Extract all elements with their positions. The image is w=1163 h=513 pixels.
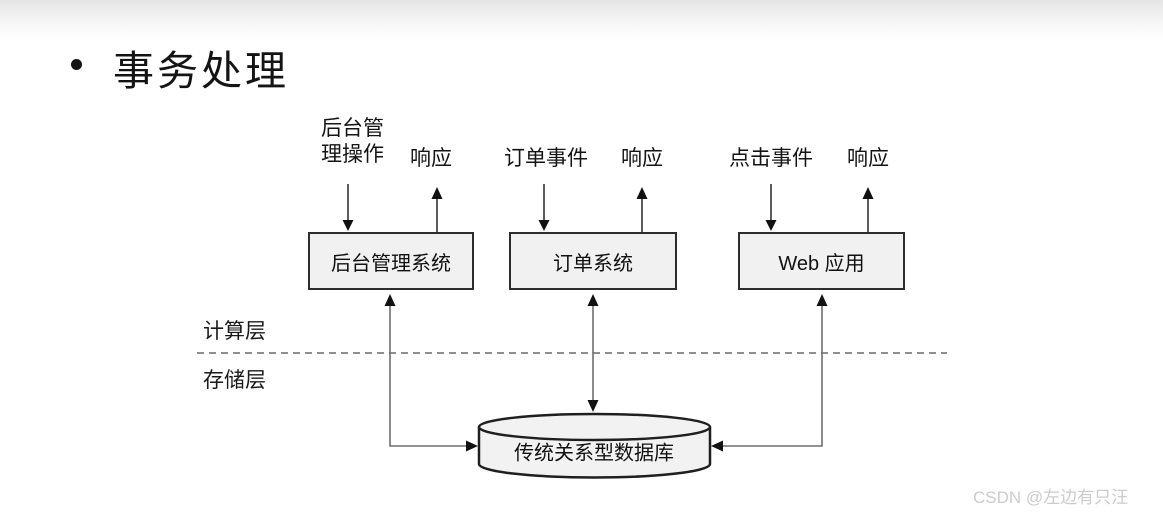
top-gradient-band [0,0,1163,40]
system-box-backoffice: 后台管理系统 [308,232,474,290]
arrowhead-down-web [765,220,777,231]
arrowhead-up-backoffice [431,187,443,199]
system-box-web-label: Web 应用 [778,252,865,275]
arrowhead-db-top [587,400,599,412]
response-label-backoffice: 响应 [410,147,452,170]
title-bullet-icon [71,59,82,70]
event-label-order: 订单事件 [504,147,588,170]
response-label-order: 响应 [621,147,663,170]
database-cylinder-top [477,412,712,442]
arrowhead-db-left [466,440,478,452]
arrowhead-order-up [587,294,599,306]
event-label-web: 点击事件 [729,147,813,170]
event-label-backoffice: 后台管 理操作 [321,117,384,166]
arrowhead-backoffice-up [384,294,396,306]
system-box-order: 订单系统 [509,232,677,290]
arrowhead-db-right [711,440,723,452]
system-box-web: Web 应用 [738,232,905,290]
database-cylinder-body [477,427,712,479]
arrowhead-web-up [816,294,828,306]
connector-web-db [719,296,823,447]
compute-layer-label: 计算层 [203,320,266,343]
arrowhead-up-order [636,187,648,199]
storage-layer-label: 存储层 [203,369,266,392]
response-label-web: 响应 [847,147,889,170]
connector-backoffice-db [389,296,470,447]
system-box-order-label: 订单系统 [553,252,633,275]
system-box-backoffice-label: 后台管理系统 [331,252,451,275]
arrowhead-down-backoffice [342,220,354,231]
watermark-text: CSDN @左边有只汪 [973,488,1129,507]
arrowhead-down-order [538,220,550,231]
arrowhead-up-web [862,187,874,199]
database-label: 传统关系型数据库 [514,442,674,465]
page-title: 事务处理 [113,48,289,94]
